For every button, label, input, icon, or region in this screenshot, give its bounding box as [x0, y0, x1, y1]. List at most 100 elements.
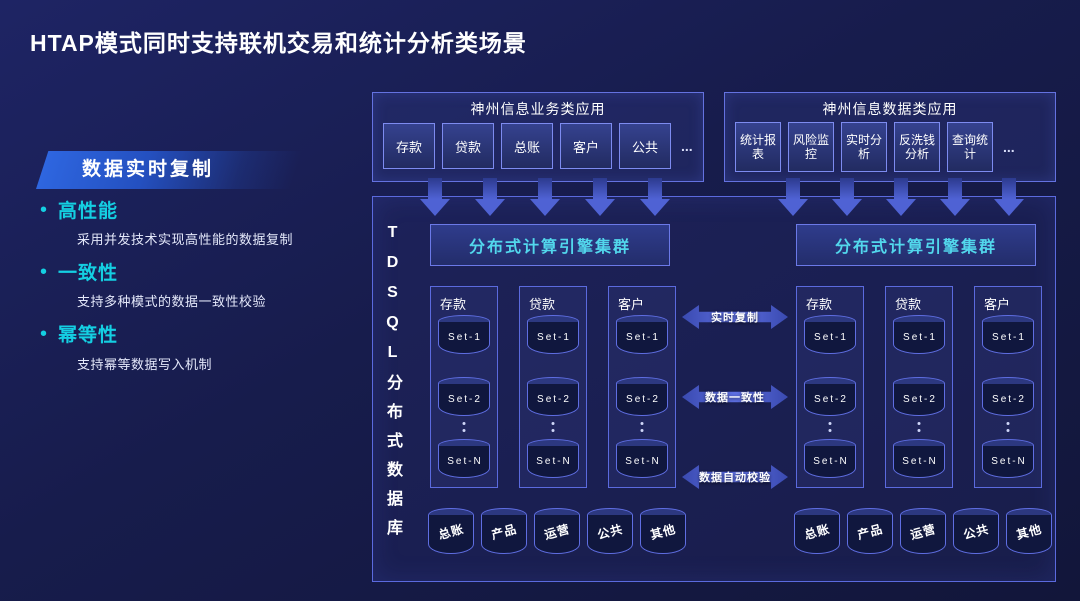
tdsql-vertical-label: TDSQL分布式数据库: [384, 224, 401, 548]
bottom-db-cylinder: 运营: [534, 508, 580, 554]
database-cylinder: Set-N: [616, 439, 670, 479]
database-cylinder: Set-N: [893, 439, 947, 479]
bottom-db-cylinder: 运营: [900, 508, 946, 554]
cylinder-body: [847, 515, 893, 554]
replication-link-label: 数据一致性: [705, 392, 765, 404]
feature-title: 一致性: [58, 263, 119, 284]
cylinder-body: [794, 515, 840, 554]
db-group: 存款 Set-1 Set-2 Set-N: [430, 286, 498, 488]
cylinder-body: [982, 322, 1034, 354]
cylinder-body: [893, 446, 945, 478]
feature-item: • 幂等性: [40, 320, 118, 347]
app-module: 查询统计: [947, 122, 993, 172]
cylinder-body: [428, 515, 474, 554]
cylinder-body: [587, 515, 633, 554]
cylinder-body: [527, 384, 579, 416]
feature-title: 高性能: [58, 201, 119, 222]
feature-title: 幂等性: [58, 325, 119, 346]
database-cylinder: Set-N: [527, 439, 581, 479]
down-arrow-icon: [475, 178, 505, 216]
database-cylinder: Set-1: [438, 315, 492, 355]
replication-link: 实时复制: [682, 304, 788, 330]
set-label: Set-N: [902, 456, 938, 467]
down-arrow-icon: [994, 178, 1024, 216]
cylinder-body: [640, 515, 686, 554]
database-cylinder: Set-2: [616, 377, 670, 417]
cylinder-body: [893, 384, 945, 416]
vertical-dots-icon: [462, 422, 466, 432]
set-label: Set-N: [536, 456, 572, 467]
bottom-db-cylinder: 公共: [587, 508, 633, 554]
db-group-title: 贷款: [895, 297, 922, 312]
feature-item: • 一致性: [40, 258, 118, 285]
down-arrow-icon: [940, 178, 970, 216]
app-module: 客户: [560, 123, 612, 169]
down-arrow-icon: [420, 178, 450, 216]
set-label: Set-N: [991, 456, 1027, 467]
set-label: Set-2: [814, 394, 848, 405]
database-cylinder: Set-N: [804, 439, 858, 479]
cylinder-body: [438, 384, 490, 416]
app-module: 总账: [501, 123, 553, 169]
cylinder-body: [616, 446, 668, 478]
down-arrow-icon: [530, 178, 560, 216]
replication-link-label: 实时复制: [711, 312, 759, 324]
cylinder-body: [900, 515, 946, 554]
database-cylinder: Set-N: [982, 439, 1036, 479]
database-cylinder: Set-1: [527, 315, 581, 355]
bullet-icon: •: [40, 198, 48, 221]
cylinder-body: [534, 515, 580, 554]
page-title: HTAP模式同时支持联机交易和统计分析类场景: [30, 30, 527, 56]
cylinder-body: [616, 384, 668, 416]
business-apps-box: 神州信息业务类应用 存款 贷款 总账 客户 公共 ...: [372, 92, 704, 182]
more-ellipsis: ...: [1003, 139, 1015, 155]
section-banner: 数据实时复制: [36, 151, 303, 189]
bottom-db-cylinder: 公共: [953, 508, 999, 554]
business-apps-title: 神州信息业务类应用: [470, 101, 606, 117]
set-label: Set-2: [992, 394, 1026, 405]
app-module: 风险监控: [788, 122, 834, 172]
down-arrow-icon: [640, 178, 670, 216]
set-label: Set-1: [537, 332, 571, 343]
set-label: Set-1: [903, 332, 937, 343]
replication-link-label: 数据自动校验: [699, 472, 771, 484]
set-label: Set-2: [537, 394, 571, 405]
database-cylinder: Set-2: [527, 377, 581, 417]
bottom-db-cylinder: 其他: [1006, 508, 1052, 554]
cylinder-body: [804, 322, 856, 354]
database-cylinder: Set-2: [438, 377, 492, 417]
app-module: 统计报表: [735, 122, 781, 172]
db-group: 客户 Set-1 Set-2 Set-N: [974, 286, 1042, 488]
down-arrow-icon: [778, 178, 808, 216]
cylinder-body: [481, 515, 527, 554]
database-cylinder: Set-2: [982, 377, 1036, 417]
feature-desc: 支持幂等数据写入机制: [77, 357, 213, 372]
db-group: 客户 Set-1 Set-2 Set-N: [608, 286, 676, 488]
down-arrow-icon: [585, 178, 615, 216]
cylinder-body: [438, 446, 490, 478]
database-cylinder: Set-1: [804, 315, 858, 355]
bottom-db-cylinder: 其他: [640, 508, 686, 554]
vertical-dots-icon: [828, 422, 832, 432]
set-label: Set-1: [814, 332, 848, 343]
app-module: 存款: [383, 123, 435, 169]
db-group: 贷款 Set-1 Set-2 Set-N: [885, 286, 953, 488]
db-group-title: 客户: [618, 297, 645, 312]
db-group-title: 贷款: [529, 297, 556, 312]
set-label: Set-1: [992, 332, 1026, 343]
replication-link: 数据一致性: [682, 384, 788, 410]
bottom-db-cylinder: 产品: [481, 508, 527, 554]
feature-desc: 支持多种模式的数据一致性校验: [77, 294, 267, 309]
set-label: Set-2: [903, 394, 937, 405]
feature-item: • 高性能: [40, 196, 118, 223]
database-cylinder: Set-N: [438, 439, 492, 479]
set-label: Set-1: [448, 332, 482, 343]
db-group: 存款 Set-1 Set-2 Set-N: [796, 286, 864, 488]
cylinder-body: [1006, 515, 1052, 554]
vertical-dots-icon: [640, 422, 644, 432]
vertical-dots-icon: [917, 422, 921, 432]
feature-desc: 采用并发技术实现高性能的数据复制: [77, 232, 294, 247]
cylinder-body: [804, 446, 856, 478]
vertical-dots-icon: [1006, 422, 1010, 432]
banner-label: 数据实时复制: [82, 159, 215, 180]
